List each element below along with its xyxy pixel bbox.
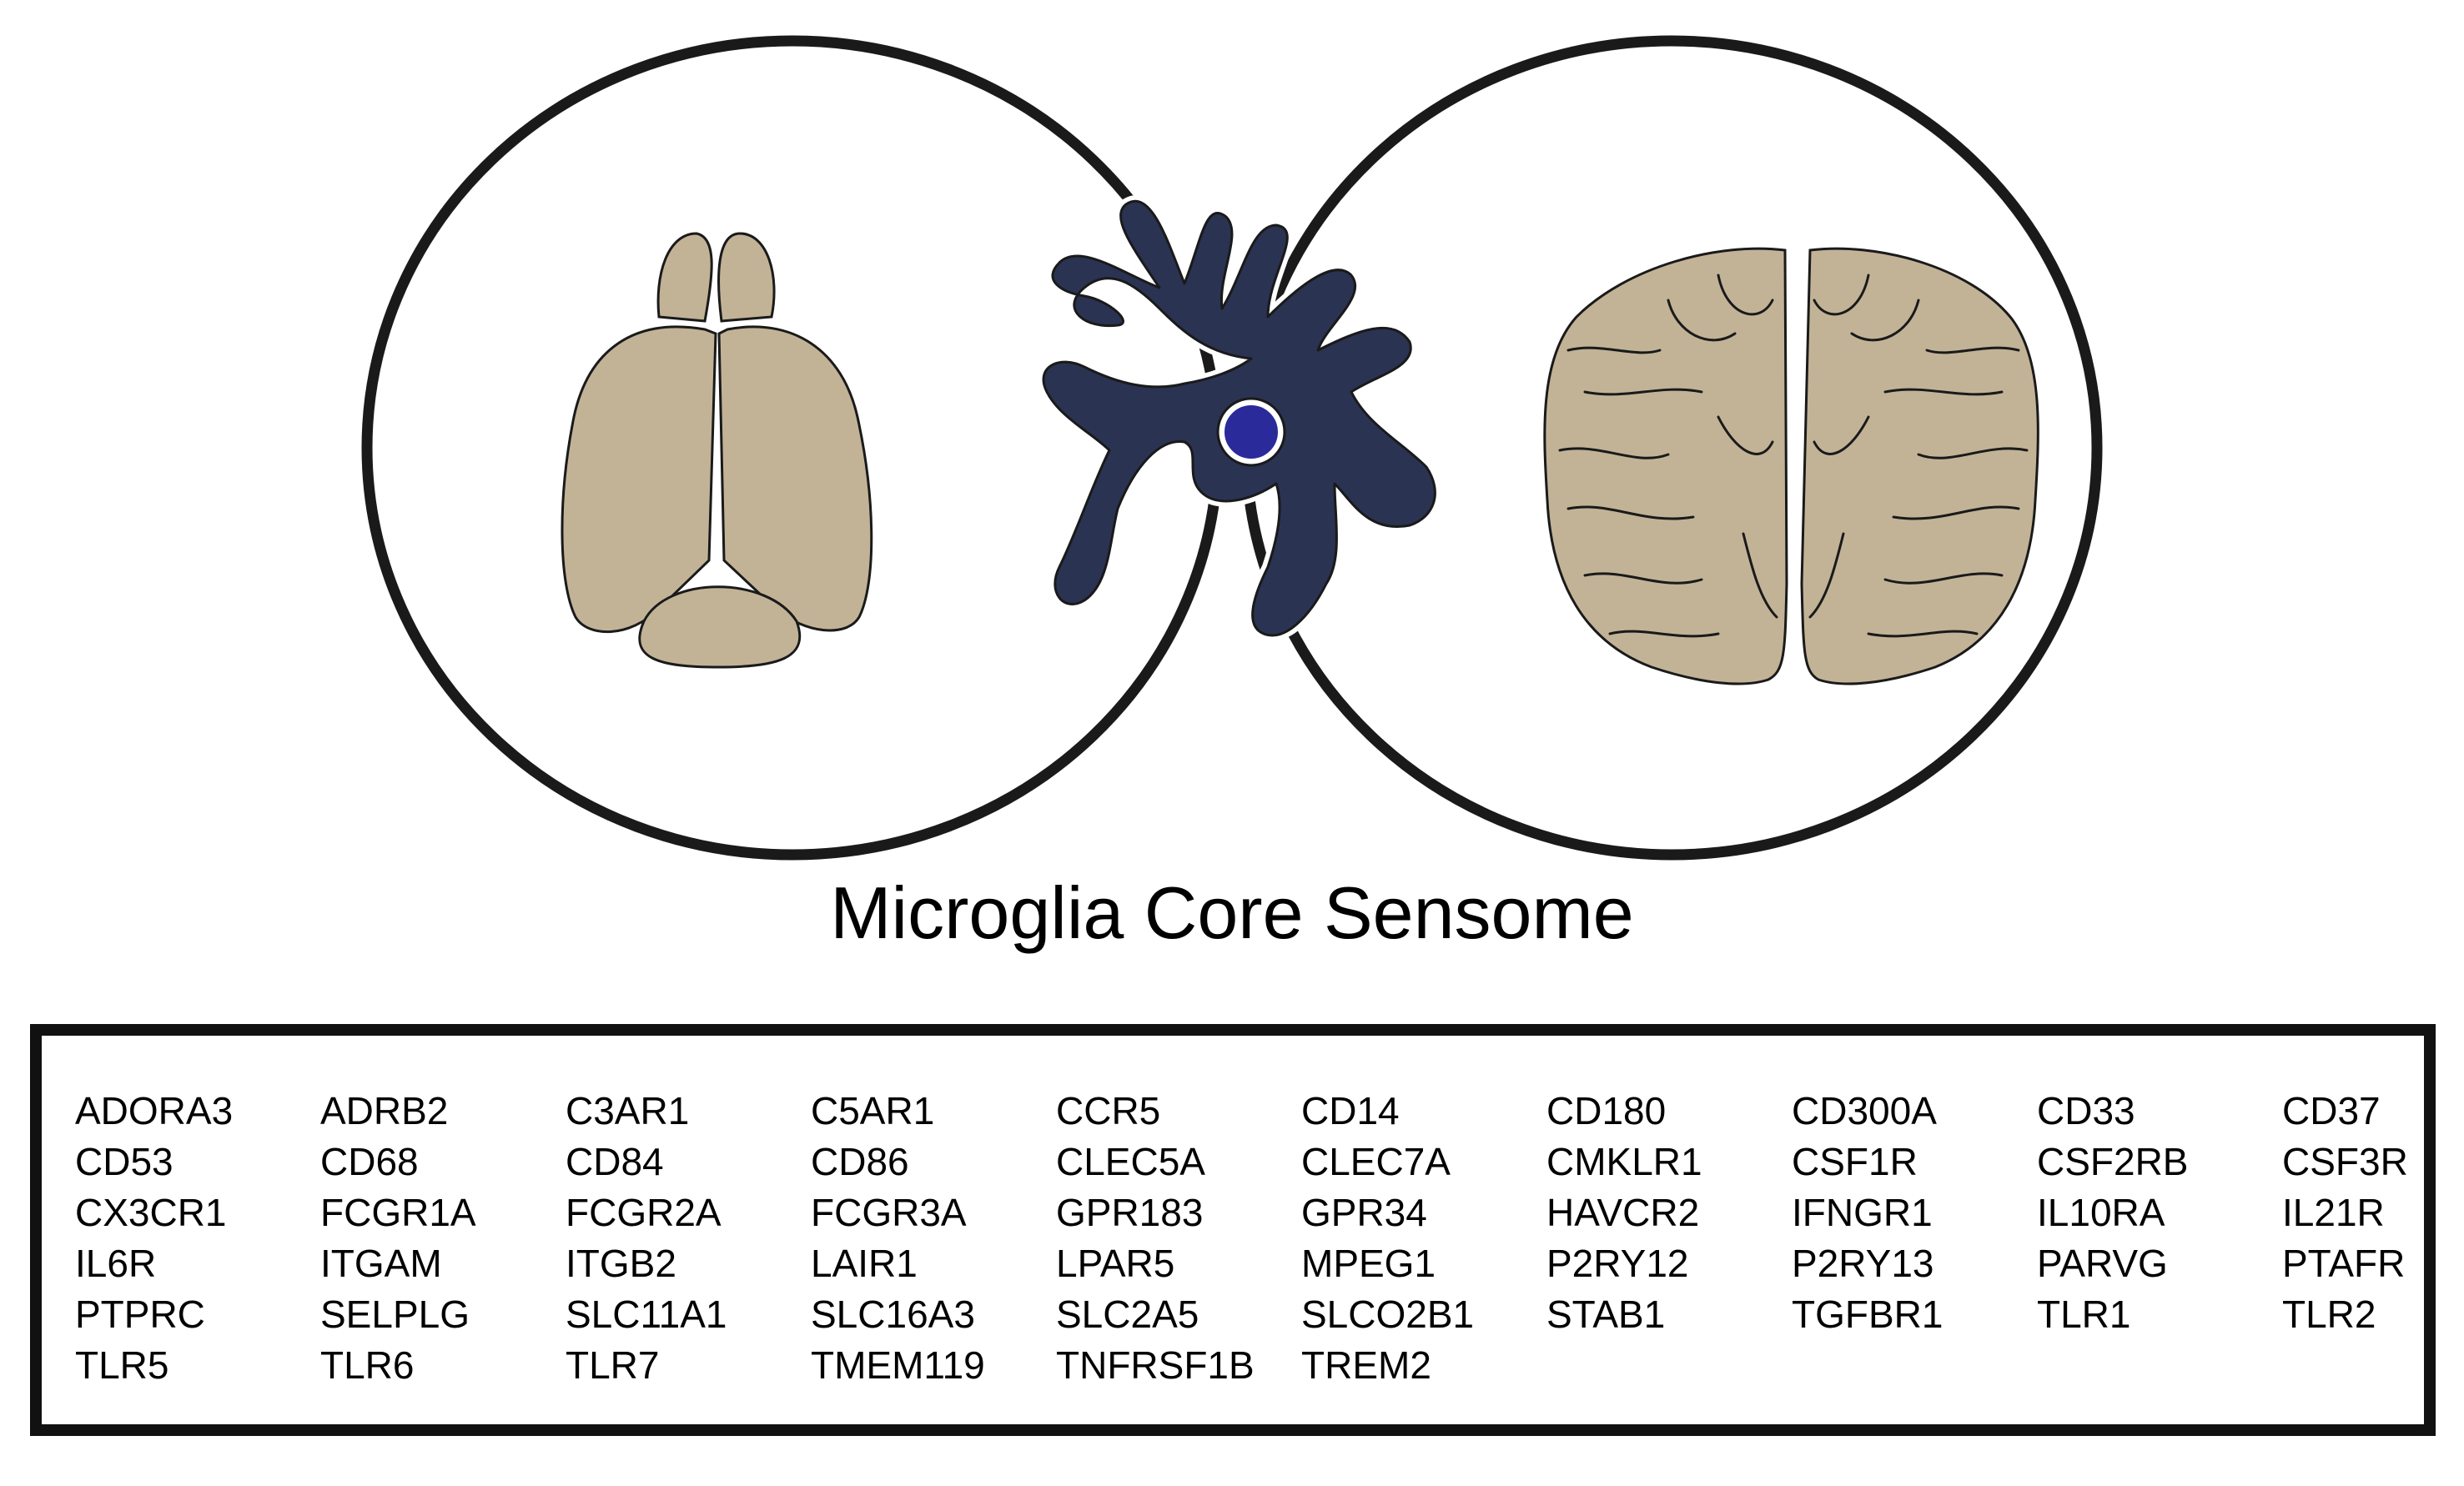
gene-label: TREM2 (1301, 1343, 1431, 1387)
gene-label: LPAR5 (1056, 1242, 1175, 1285)
gene-list-box: ADORA3 ADRB2 C3AR1 C5AR1 CCR5 CD14 CD180 CD300A… (30, 1024, 2436, 1436)
gene-label: ITGB2 (566, 1242, 676, 1285)
gene-label: FCGR1A (320, 1191, 476, 1234)
gene-label: CSF1R (1792, 1140, 1918, 1183)
gene-label: PTPRC (75, 1293, 205, 1336)
gene-label: TGFBR1 (1792, 1293, 1944, 1336)
gene-label: CCR5 (1056, 1089, 1161, 1132)
gene-label: FCGR2A (566, 1191, 722, 1234)
gene-label: CD68 (320, 1140, 419, 1183)
gene-label: GPR34 (1301, 1191, 1427, 1234)
nucleus (1218, 399, 1285, 465)
gene-label: CD180 (1546, 1089, 1667, 1132)
gene-label: TLR5 (75, 1343, 169, 1387)
gene-label: CD300A (1792, 1089, 1937, 1132)
gene-label: MPEG1 (1301, 1242, 1436, 1285)
gene-label: STAB1 (1546, 1293, 1666, 1336)
mouse-brain-icon (561, 232, 873, 669)
gene-label: P2RY13 (1792, 1242, 1934, 1285)
gene-label: SLC2A5 (1056, 1293, 1199, 1336)
gene-label: SLC11A1 (566, 1293, 727, 1336)
gene-label: CD53 (75, 1140, 173, 1183)
gene-grid: ADORA3 ADRB2 C3AR1 C5AR1 CCR5 CD14 CD180 CD300A… (75, 1086, 2411, 1391)
gene-label: TNFRSF1B (1056, 1343, 1255, 1387)
gene-label: ADRB2 (320, 1089, 449, 1132)
gene-label: ITGAM (320, 1242, 442, 1285)
gene-label: CD33 (2037, 1089, 2135, 1132)
microglia-cell-icon (1038, 195, 1441, 641)
human-brain-icon (1543, 247, 2039, 685)
gene-label: C5AR1 (811, 1089, 935, 1132)
gene-label: SELPLG (320, 1293, 470, 1336)
gene-label: CD37 (2282, 1089, 2381, 1132)
gene-label: CD14 (1301, 1089, 1400, 1132)
gene-label: TLR1 (2037, 1293, 2131, 1336)
gene-label: ADORA3 (75, 1089, 234, 1132)
gene-label: CD86 (811, 1140, 909, 1183)
gene-label: CMKLR1 (1546, 1140, 1702, 1183)
figure-title: Microglia Core Sensome (830, 871, 1634, 954)
gene-label: CX3CR1 (75, 1191, 227, 1234)
gene-label: CD84 (566, 1140, 664, 1183)
gene-label: TMEM119 (811, 1343, 985, 1387)
gene-label: IL21R (2282, 1191, 2385, 1234)
gene-label: IL10RA (2037, 1191, 2165, 1234)
gene-label: HAVCR2 (1546, 1191, 1700, 1234)
gene-label: IL6R (75, 1242, 157, 1285)
gene-label: SLC16A3 (811, 1293, 975, 1336)
gene-label: TLR6 (320, 1343, 415, 1387)
gene-label: CLEC5A (1056, 1140, 1205, 1183)
gene-label: PTAFR (2282, 1242, 2406, 1285)
gene-label: CSF2RB (2037, 1140, 2189, 1183)
gene-label: PARVG (2037, 1242, 2168, 1285)
gene-label: TLR7 (566, 1343, 660, 1387)
gene-label: CSF3R (2282, 1140, 2408, 1183)
gene-label: LAIR1 (811, 1242, 918, 1285)
gene-label: IFNGR1 (1792, 1191, 1933, 1234)
gene-label: SLCO2B1 (1301, 1293, 1475, 1336)
gene-label: TLR2 (2282, 1293, 2376, 1336)
gene-label: CLEC7A (1301, 1140, 1451, 1183)
gene-label: GPR183 (1056, 1191, 1204, 1234)
gene-label: C3AR1 (566, 1089, 690, 1132)
gene-label: FCGR3A (811, 1191, 967, 1234)
gene-label: P2RY12 (1546, 1242, 1689, 1285)
